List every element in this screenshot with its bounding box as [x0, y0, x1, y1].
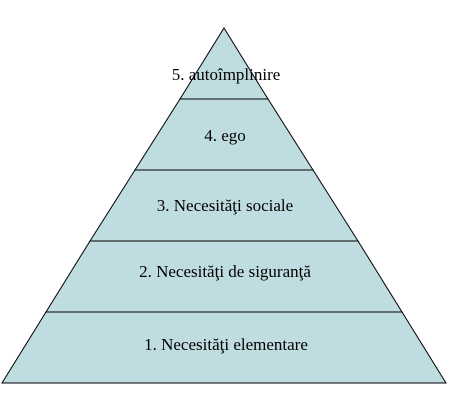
pyramid-level-2-label: 2. Necesităţi de siguranţă [139, 262, 311, 281]
pyramid-level-3-label: 3. Necesităţi sociale [157, 196, 293, 215]
pyramid-level-4-label: 4. ego [204, 126, 246, 145]
pyramid-level-1 [1, 311, 447, 384]
pyramid-level-1-label: 1. Necesităţi elementare [144, 335, 308, 354]
pyramid-level-5 [179, 27, 269, 100]
pyramid-level-5-label: 5. autoîmplinire [172, 65, 281, 84]
